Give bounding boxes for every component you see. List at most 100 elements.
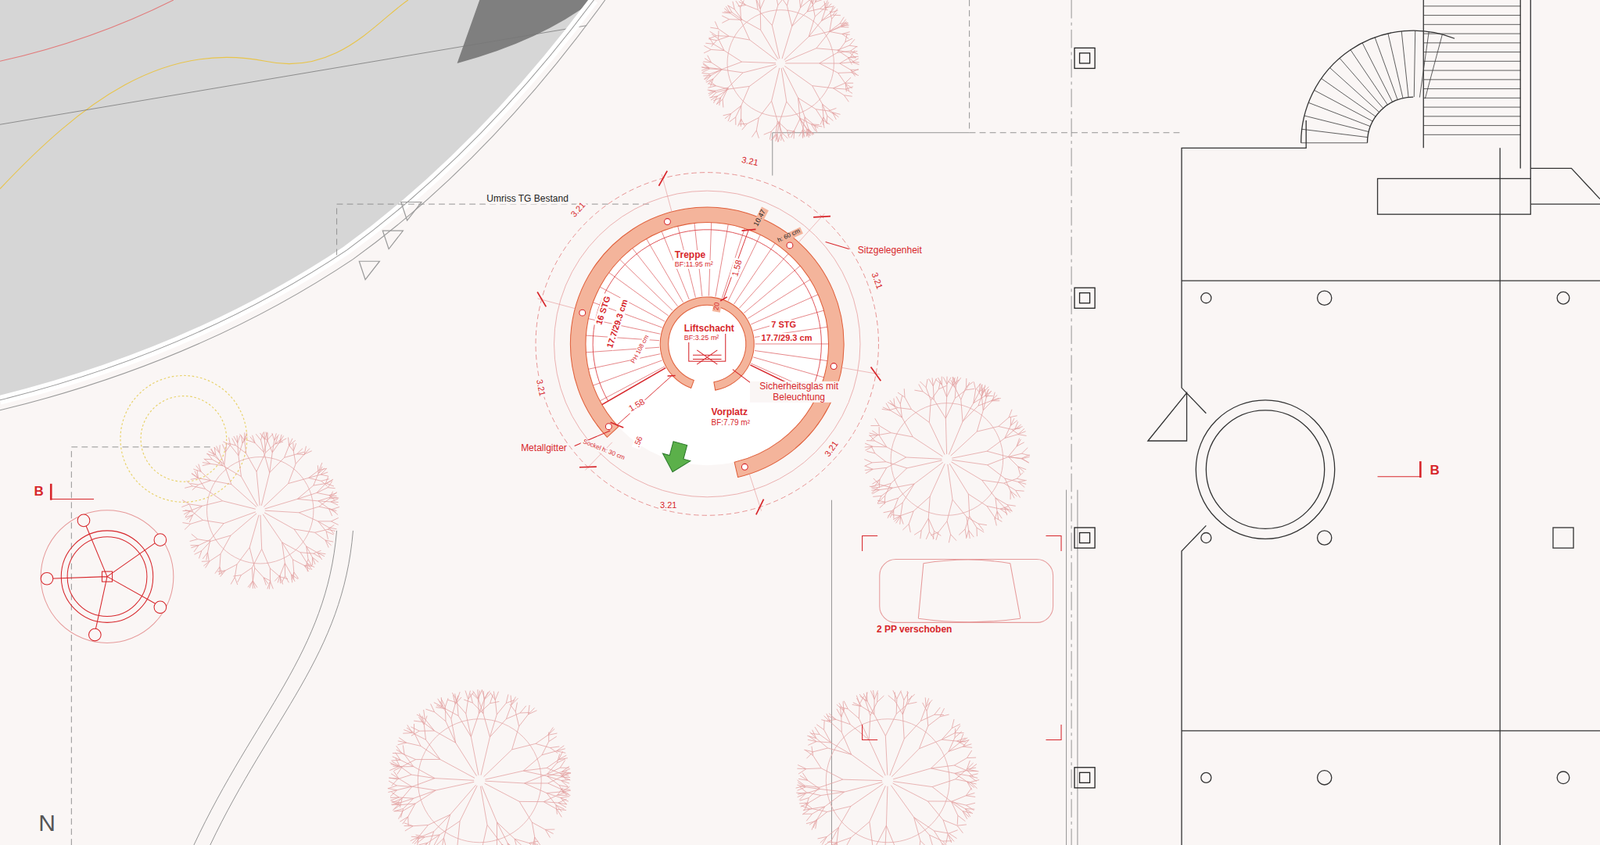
tree-symbol (181, 431, 340, 589)
pavilion-drawing (742, 229, 757, 231)
parking-symbol (862, 535, 1062, 740)
tree-symbol (864, 376, 1030, 544)
plan-label: h: 60 cm (774, 226, 803, 245)
marker-post (1079, 533, 1091, 544)
marker-post (1079, 772, 1091, 783)
leader-line (574, 241, 850, 446)
plan-label: Sockel h: 30 cm (581, 437, 628, 463)
pavilion-drawing (720, 297, 728, 302)
pavilion-drawing (599, 366, 665, 402)
pavilion-drawing (754, 351, 828, 362)
pavilion-drawing (617, 376, 672, 426)
dimension: 3.21 (821, 438, 841, 461)
pavilion-drawing (570, 207, 844, 478)
lamp-symbol (49, 522, 159, 633)
site-lines (71, 447, 215, 845)
plan-label: 1.58 (729, 258, 744, 280)
plan-label: N (36, 810, 58, 836)
plan-label: .56 (631, 434, 644, 451)
pavilion-drawing (537, 298, 575, 309)
room-name: Liftschacht (682, 323, 736, 335)
pavilion-drawing (755, 343, 829, 345)
marker-post (1074, 287, 1095, 309)
section-marker (1419, 461, 1422, 478)
pavilion-drawing (535, 171, 881, 517)
pavilion-drawing (632, 248, 679, 307)
dimension: 3.21 (658, 500, 679, 510)
plan-label: Metallgitter (519, 444, 569, 455)
plan-label: Umriss TG Bestand (484, 193, 570, 205)
pavilion-drawing (692, 350, 722, 365)
stair-symbol (1301, 30, 1455, 144)
pavilion-drawing (753, 310, 824, 331)
pavilion-drawing (667, 375, 676, 377)
plan-label: 7 STG (769, 319, 798, 330)
pavilion-drawing (605, 423, 612, 431)
leader-line (825, 241, 850, 249)
lamp-symbol (40, 510, 174, 644)
parking-symbol (879, 559, 1054, 623)
room-area: LiftschachtBF:3.25 m² (682, 323, 736, 343)
lamp-symbol (101, 571, 112, 582)
plan-label: 10.47 (752, 207, 769, 230)
pavilion-drawing (753, 357, 824, 378)
building-outline (1556, 291, 1570, 305)
section-marker (50, 498, 94, 500)
area-value: BF:11.95 m² (673, 260, 715, 269)
existing-building-area (0, 0, 606, 411)
pavilion-drawing (585, 222, 829, 467)
plan-label: 20 (712, 300, 722, 313)
section-marker: B (1427, 463, 1441, 479)
area-value: BF:7.79 m² (710, 418, 752, 428)
building-outline (1201, 772, 1212, 783)
marker-post (1074, 47, 1095, 69)
pavilion-drawing (588, 354, 661, 370)
marker-post (1074, 527, 1095, 549)
marker-post (1079, 293, 1091, 304)
plan-label: 17.7/29.3 cm (760, 333, 815, 343)
pavilion-drawing (756, 499, 765, 516)
tree-symbol (796, 690, 980, 845)
edge-markers (382, 230, 403, 250)
pavilion-drawing (535, 172, 879, 517)
existing-building-area (0, 0, 594, 401)
building-outline (1317, 771, 1332, 786)
dimension: 3.21 (534, 376, 548, 399)
building-outline (1530, 168, 1600, 205)
marker-post (1074, 767, 1095, 789)
room-name: Vorplatz (710, 407, 750, 419)
site-lines (193, 530, 338, 845)
existing-building-area (0, 0, 606, 411)
building-outline (1317, 290, 1332, 305)
existing-tree-marker (120, 375, 248, 503)
tree-symbol (701, 0, 860, 143)
edge-markers (358, 202, 422, 280)
building-outline (1317, 530, 1332, 546)
site-lines (772, 132, 970, 176)
area-value: BF:3.25 m² (682, 333, 722, 342)
tree-symbol (387, 689, 571, 845)
building-outline (1195, 400, 1335, 540)
edge-markers (401, 202, 422, 222)
plan-label: 16 STG (593, 293, 613, 328)
pavilion-drawing (871, 366, 882, 381)
dimension: 3.21 (567, 198, 589, 220)
existing-building-area (0, 0, 409, 190)
pavilion-drawing (723, 229, 749, 299)
edge-markers (358, 261, 380, 280)
pavilion-drawing (728, 234, 761, 301)
building-outline (1181, 280, 1600, 732)
existing-tree-marker (140, 396, 227, 483)
site-lines (210, 530, 354, 845)
lamp-symbol (154, 534, 167, 547)
room-area: TreppeBF:11.95 m² (673, 250, 715, 270)
lamp-symbol (89, 628, 102, 642)
pavilion-drawing (715, 224, 729, 298)
building-outline (1423, 0, 1531, 179)
tree-symbol (417, 719, 542, 844)
pavilion-drawing (798, 213, 825, 243)
site-lines (71, 0, 1184, 845)
